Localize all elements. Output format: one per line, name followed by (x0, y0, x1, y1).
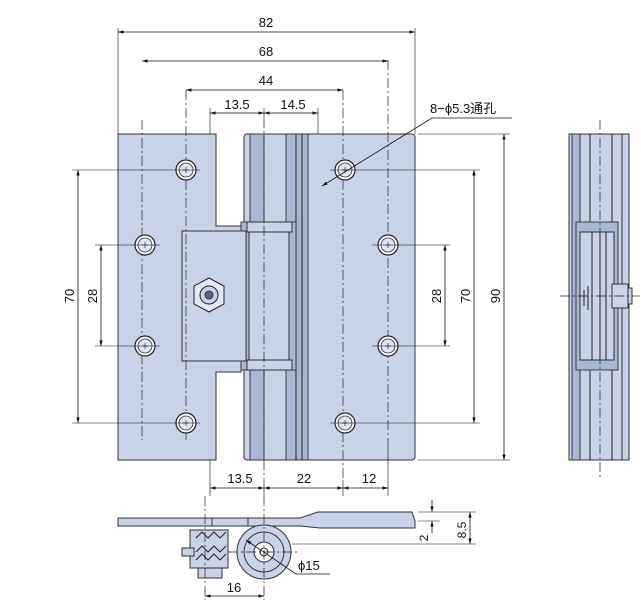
dim-overall-height: 90 (488, 289, 503, 303)
section-spring (189, 529, 229, 569)
dim-overall-width: 82 (259, 15, 273, 30)
dim-bottom-mid: 22 (297, 471, 311, 486)
dim-right-height-outer: 70 (458, 289, 473, 303)
hole-note: 8−ϕ5.3通孔 (430, 101, 496, 116)
dim-left-offset: 13.5 (224, 97, 249, 112)
dim-section-dia: ϕ15 (298, 558, 320, 573)
dim-left-height-outer: 70 (62, 289, 77, 303)
dim-section-width: 16 (227, 580, 241, 595)
side-spring (583, 286, 593, 310)
section-view: 2 8.5 ϕ15 16 (117, 496, 476, 600)
dim-right-height-inner: 28 (429, 289, 444, 303)
dim-bottom-right: 12 (362, 471, 376, 486)
dim-section-thickness: 2 (417, 534, 431, 541)
left-leaf (117, 133, 242, 461)
barrel-body (248, 231, 290, 361)
front-view: 82 68 44 13.5 14.5 8−ϕ5.3通孔 70 28 28 70 … (62, 15, 512, 496)
dim-hole-span-inner: 44 (259, 73, 273, 88)
dim-right-offset: 14.5 (280, 97, 305, 112)
dim-left-height-inner: 28 (85, 289, 100, 303)
dim-hole-span-outer: 68 (259, 44, 273, 59)
dim-section-height: 8.5 (455, 521, 469, 538)
side-view (560, 120, 640, 478)
dim-bottom-left: 13.5 (227, 471, 252, 486)
